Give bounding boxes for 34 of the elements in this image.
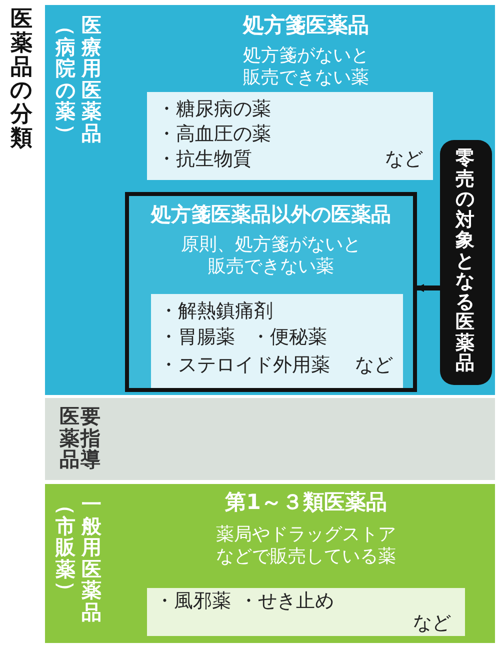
list-item: ・風邪薬 <box>155 590 231 613</box>
description-text: 原則、処方箋がないと販売できない薬 <box>180 234 362 278</box>
category-band <box>45 5 495 395</box>
category-band <box>45 484 495 643</box>
vertical-label: （病院の薬） <box>55 15 76 146</box>
list-item: など <box>413 612 451 635</box>
vertical-label: 一般用医薬品 <box>81 494 102 626</box>
list-item: ・解熱鎮痛剤 <box>159 300 273 323</box>
list-item: など <box>355 354 393 377</box>
example-list-box <box>147 588 465 636</box>
heading-text: 処方箋医薬品以外の医薬品 <box>150 202 392 226</box>
list-item: ・高血圧の薬 <box>157 123 271 146</box>
arrow <box>416 284 440 292</box>
vertical-label: 医療用医薬品 <box>81 15 102 147</box>
category-band <box>45 398 495 480</box>
list-item: ・ステロイド外用薬 <box>159 354 330 377</box>
heading-text: 処方箋医薬品 <box>242 13 370 38</box>
title-text: 医薬品の分類 <box>10 8 34 153</box>
callout-box <box>440 140 492 385</box>
list-item: ・抗生物質 <box>157 148 252 171</box>
example-list-box <box>147 92 433 180</box>
list-item: ・糖尿病の薬 <box>157 98 271 121</box>
example-list-box <box>151 294 403 388</box>
list-item: ・便秘薬 <box>251 326 327 349</box>
list-item: ・胃腸薬 <box>159 326 235 349</box>
description-text: 処方箋がないと販売できない薬 <box>242 45 370 88</box>
vertical-label: 要指導医薬品 <box>59 406 101 474</box>
vertical-label: （市販薬） <box>55 494 76 604</box>
heading-text: 第1～３類医薬品 <box>224 490 388 516</box>
list-item: ・せき止め <box>239 590 334 613</box>
vertical-label: 零売の対象となる医薬品 <box>455 148 475 376</box>
highlighted-category-box <box>125 192 417 392</box>
description-text: 薬局やドラッグストアなどで販売している薬 <box>215 524 397 568</box>
list-item: など <box>385 148 423 171</box>
